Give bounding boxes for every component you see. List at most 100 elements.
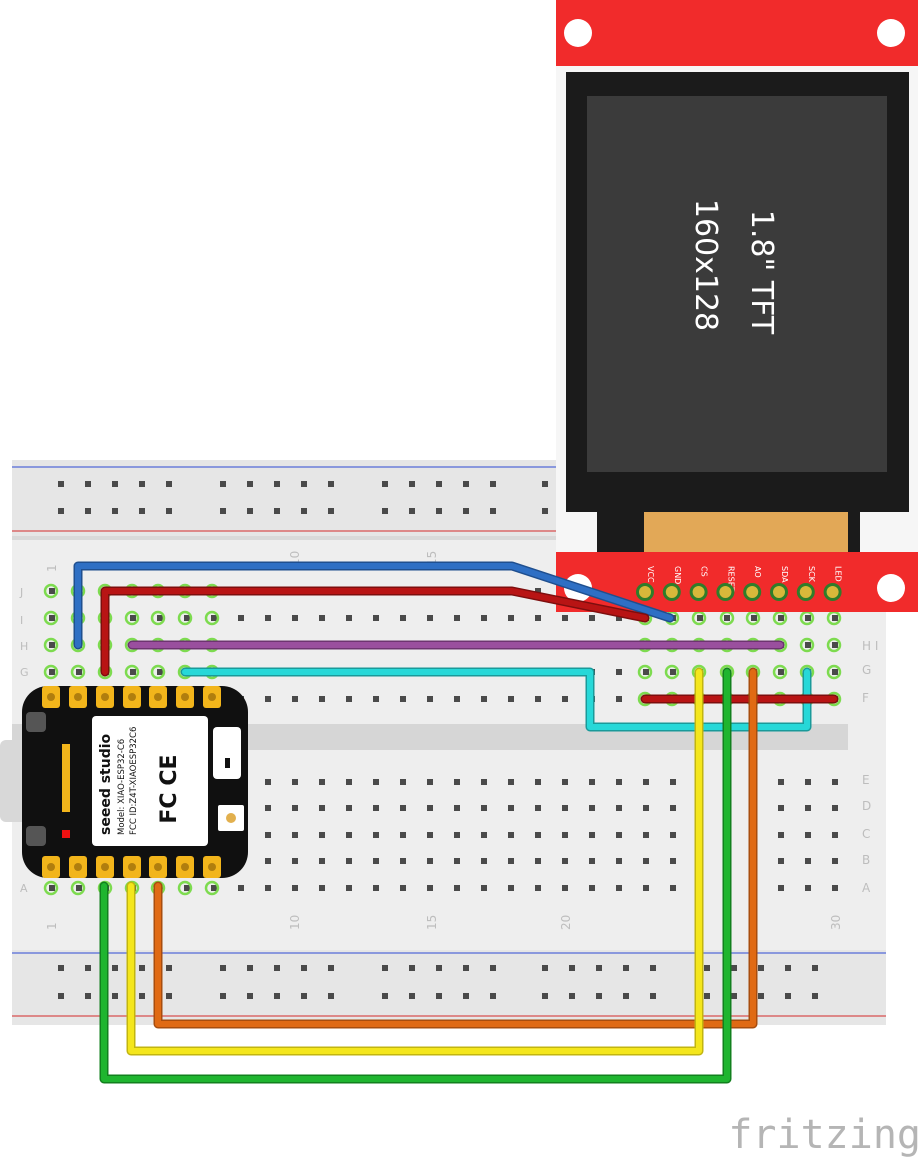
connected-hole-ring — [124, 664, 140, 680]
rf-shield — [92, 716, 208, 846]
terminal-hole — [643, 832, 649, 838]
rail-hole — [569, 965, 575, 971]
mcu-pad-hole — [128, 693, 136, 701]
rail-hole — [166, 481, 172, 487]
mount-hole-top-right — [877, 19, 905, 47]
flex-cable-right — [848, 512, 860, 552]
connected-hole-ring — [772, 664, 788, 680]
terminal-hole — [724, 615, 730, 621]
terminal-hole — [427, 696, 433, 702]
terminal-hole — [454, 885, 460, 891]
terminal-hole — [508, 779, 514, 785]
display-resolution-label: 160x128 — [688, 199, 723, 331]
wire-green-core — [101, 669, 730, 1082]
rail-hole — [139, 508, 145, 514]
terminal-hole — [535, 858, 541, 864]
rail-hole — [166, 965, 172, 971]
col-number-1-top: 1 — [45, 564, 59, 572]
terminal-hole — [805, 805, 811, 811]
connected-hole-ring — [826, 637, 842, 653]
terminal-hole — [481, 858, 487, 864]
wire-yellow-core — [128, 669, 702, 1054]
tft-pin[interactable] — [773, 586, 785, 598]
terminal-hole — [616, 832, 622, 838]
reset-button[interactable] — [26, 826, 46, 846]
terminal-hole — [427, 885, 433, 891]
xiao-esp32c6-module: seeed studio Model: XIAO-ESP32-C6 FCC ID… — [0, 686, 248, 878]
wire-red-core — [102, 588, 648, 675]
mcu-pad-hole — [208, 863, 216, 871]
connected-hole-ring — [799, 637, 815, 653]
terminal-hole — [373, 615, 379, 621]
terminal-hole — [589, 885, 595, 891]
antenna-chip — [213, 727, 241, 779]
terminal-hole — [508, 858, 514, 864]
rail-hole — [220, 965, 226, 971]
terminal-hole — [508, 615, 514, 621]
terminal-hole — [211, 885, 217, 891]
terminal-hole — [778, 858, 784, 864]
terminal-hole — [265, 858, 271, 864]
terminal-hole — [508, 885, 514, 891]
terminal-hole — [616, 885, 622, 891]
terminal-hole — [535, 588, 541, 594]
tft-pin[interactable] — [639, 586, 651, 598]
rail-hole — [812, 965, 818, 971]
terminal-hole — [589, 779, 595, 785]
status-led — [62, 830, 70, 838]
rail-hole — [542, 508, 548, 514]
connected-hole-ring — [204, 880, 220, 896]
usb-pad-strip — [62, 744, 70, 812]
terminal-hole — [157, 615, 163, 621]
terminal-hole — [265, 779, 271, 785]
mcu-pad-hole — [74, 863, 82, 871]
terminal-hole — [643, 779, 649, 785]
terminal-hole — [562, 858, 568, 864]
rail-hole — [247, 993, 253, 999]
rail-hole — [139, 993, 145, 999]
rail-hole — [463, 965, 469, 971]
row-letter-b: B — [862, 853, 870, 867]
rail-hole — [436, 965, 442, 971]
boot-button[interactable] — [26, 712, 46, 732]
row-letter-e: E — [862, 773, 870, 787]
rail-hole — [247, 508, 253, 514]
rail-hole — [382, 965, 388, 971]
terminal-hole — [616, 696, 622, 702]
terminal-hole — [562, 832, 568, 838]
terminal-hole — [373, 696, 379, 702]
terminal-hole — [535, 832, 541, 838]
fcc-id-label: FCC ID:Z4T-XIAOESP32C6 — [129, 727, 139, 835]
terminal-hole — [319, 885, 325, 891]
terminal-hole — [508, 696, 514, 702]
terminal-hole — [184, 615, 190, 621]
tft-pin[interactable] — [665, 586, 678, 598]
rail-hole — [623, 965, 629, 971]
connected-hole-ring — [664, 664, 680, 680]
terminal-hole — [832, 669, 838, 675]
mcu-pad-hole — [181, 863, 189, 871]
terminal-hole — [76, 885, 82, 891]
antenna-connector-center — [226, 813, 236, 823]
rail-hole — [409, 993, 415, 999]
terminal-hole — [805, 615, 811, 621]
terminal-hole — [49, 588, 55, 594]
tft-pin[interactable] — [692, 586, 705, 598]
terminal-hole — [805, 858, 811, 864]
rail-hole — [247, 481, 253, 487]
rail-hole — [85, 965, 91, 971]
terminal-hole — [373, 832, 379, 838]
terminal-hole — [832, 805, 838, 811]
terminal-hole — [616, 669, 622, 675]
tft-pin[interactable] — [719, 586, 732, 598]
terminal-hole — [49, 615, 55, 621]
rail-hole — [596, 965, 602, 971]
tft-pin[interactable] — [746, 586, 759, 598]
tft-pin[interactable] — [799, 586, 812, 598]
rail-hole — [220, 508, 226, 514]
tft-pin[interactable] — [826, 586, 839, 598]
fc-mark: FC — [157, 792, 182, 823]
rail-hole — [301, 993, 307, 999]
